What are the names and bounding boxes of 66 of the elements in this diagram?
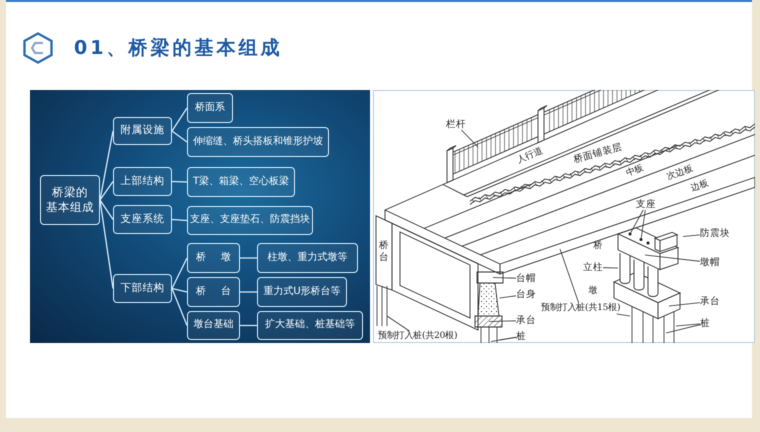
tree-node-box: 伸缩缝、桥头搭板和锥形护坡 bbox=[187, 127, 329, 157]
tree-node-box: 桥面系 bbox=[187, 93, 233, 123]
leader-line bbox=[644, 254, 700, 262]
connector-line bbox=[171, 108, 188, 132]
part-label: 桩 bbox=[516, 331, 526, 342]
connector-line bbox=[240, 291, 257, 293]
tree-node-box: 上部结构 bbox=[113, 167, 172, 196]
part-label: 立柱 bbox=[583, 262, 603, 273]
slide-title: 01、桥梁的基本组成 bbox=[74, 36, 282, 60]
tree-node-box: 支座、支座垫石、防震挡块 bbox=[187, 206, 313, 235]
part-label: 预制打入桩(共20根) bbox=[378, 331, 458, 342]
tree-node-box: 重力式U形桥台等 bbox=[257, 277, 347, 307]
leader-line bbox=[461, 130, 478, 148]
connector-line bbox=[171, 258, 188, 289]
part-label: 承台 bbox=[700, 296, 720, 307]
tree-node-box: 桥梁的基本组成 bbox=[40, 175, 100, 225]
connector-line bbox=[172, 180, 188, 183]
leader-line bbox=[560, 248, 580, 304]
part-label: 防震块 bbox=[700, 228, 730, 239]
part-label: 台帽 bbox=[516, 273, 536, 284]
part-label: 墩 bbox=[588, 286, 598, 296]
leader-line bbox=[630, 210, 644, 234]
leader-line bbox=[386, 316, 410, 332]
connector-line bbox=[172, 130, 188, 143]
tree-node-box: 扩大基础、桩基础等 bbox=[257, 311, 363, 340]
tree-node-box: 墩台基础 bbox=[187, 311, 240, 340]
tree-node-box: 附属设施 bbox=[113, 117, 172, 145]
part-label: 墩帽 bbox=[700, 257, 720, 268]
connector-line bbox=[171, 288, 188, 326]
part-label: 台身 bbox=[516, 289, 536, 300]
part-label: 承台 bbox=[516, 315, 536, 326]
leader-line bbox=[602, 267, 618, 268]
part-label: 人行道 bbox=[516, 146, 544, 166]
leader-line bbox=[640, 210, 646, 240]
part-label: 中板 bbox=[624, 163, 646, 179]
leader-line bbox=[676, 324, 700, 326]
connector-line bbox=[99, 200, 114, 220]
leader-line bbox=[616, 314, 630, 316]
leader-line bbox=[682, 234, 700, 237]
connector-line bbox=[99, 181, 114, 200]
leader-line bbox=[498, 336, 516, 340]
leader-line bbox=[488, 320, 516, 322]
connector-line bbox=[99, 200, 114, 289]
leader-line bbox=[668, 302, 700, 306]
connector-line bbox=[172, 288, 188, 293]
part-label: 栏杆 bbox=[446, 119, 466, 130]
part-label: 支座 bbox=[636, 200, 656, 210]
connector-line bbox=[240, 324, 257, 326]
part-label: 桥台 bbox=[378, 240, 390, 264]
tree-node-box: 柱墩、重力式墩等 bbox=[257, 243, 358, 273]
connector-line bbox=[240, 257, 257, 259]
connector-line bbox=[172, 218, 188, 222]
tree-node-box: T梁、箱梁、空心板梁 bbox=[187, 167, 295, 197]
leader-line bbox=[492, 277, 516, 279]
part-label: 预制打入桩(共15根) bbox=[541, 303, 620, 314]
leader-line bbox=[666, 324, 700, 334]
tree-node-box: 支座系统 bbox=[113, 205, 172, 234]
part-label: 桥面铺装层 bbox=[572, 142, 624, 166]
leader-line bbox=[499, 295, 516, 298]
part-label: 桩 bbox=[700, 318, 710, 329]
connector-line bbox=[99, 130, 114, 200]
tree-node-box: 桥 台 bbox=[187, 277, 240, 307]
tree-node-box: 下部结构 bbox=[113, 274, 172, 303]
part-label: 桥 bbox=[594, 241, 602, 251]
tree-node-box: 桥 墩 bbox=[187, 243, 240, 273]
leader-line bbox=[490, 336, 516, 342]
